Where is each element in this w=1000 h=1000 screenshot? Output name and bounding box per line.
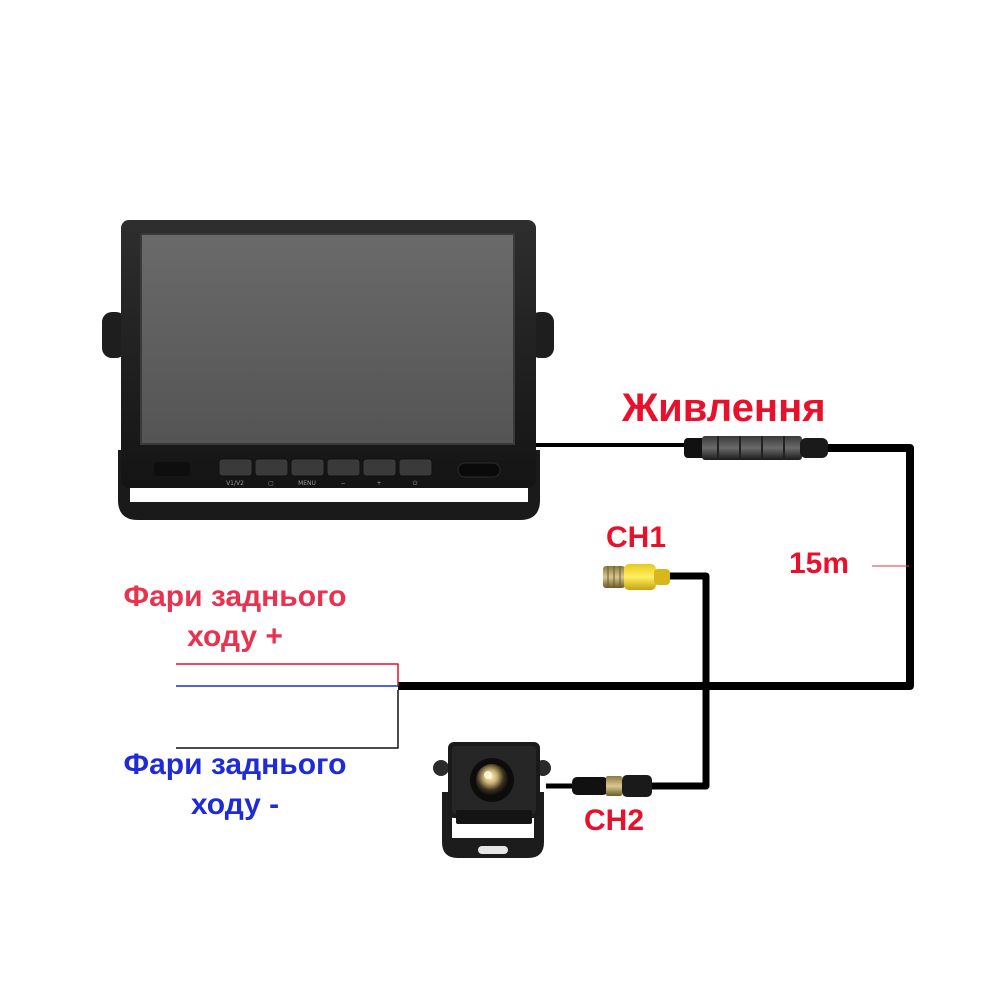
monitor-button-mode[interactable] <box>254 458 289 477</box>
ch1-connector <box>603 564 670 590</box>
ch2-connector <box>572 775 652 797</box>
monitor-ir-window <box>154 462 190 476</box>
reverse-plus-wire <box>176 663 399 686</box>
power-label: Живлення <box>622 386 826 430</box>
reverse-light-plus-label: Фари заднього ходу + <box>85 577 385 657</box>
cables <box>176 443 914 790</box>
reverse-minus-wire <box>176 690 399 749</box>
monitor-button-minus[interactable] <box>326 458 361 477</box>
power-connector <box>684 436 828 460</box>
reverse-plus-line1: Фари заднього <box>123 580 347 613</box>
reverse-light-minus-label: Фари заднього ходу - <box>85 745 385 825</box>
monitor-button-v1v2[interactable] <box>218 458 253 477</box>
monitor-button-caption: ▢ <box>268 480 274 487</box>
monitor-left-knob[interactable] <box>102 312 126 358</box>
power-cable-15m <box>398 444 914 690</box>
ch1-label: CH1 <box>606 521 667 554</box>
reverse-minus-line2: ходу - <box>190 788 280 821</box>
monitor-button-menu[interactable] <box>290 458 325 477</box>
reverse-minus-line1: Фари заднього <box>123 748 347 781</box>
camera-bracket <box>442 792 544 858</box>
monitor-screen <box>141 234 514 444</box>
monitor-button-power[interactable] <box>398 458 433 477</box>
monitor-button-caption: ⏻ <box>413 480 418 487</box>
monitor-button-caption: V1/V2 <box>226 480 244 487</box>
ch2-label: CH2 <box>584 804 645 837</box>
cable-length-label: 15m <box>789 547 850 580</box>
monitor-buttons: V1/V2 ▢ MENU − + ⏻ <box>218 458 433 487</box>
monitor-bracket <box>118 450 540 520</box>
monitor-button-caption: − <box>340 480 345 487</box>
ch1-video-cable <box>650 572 710 790</box>
rear-camera <box>433 742 551 858</box>
monitor-button-caption: MENU <box>298 480 316 487</box>
monitor: V1/V2 ▢ MENU − + ⏻ <box>102 220 554 520</box>
monitor-sensor-window <box>457 462 501 478</box>
monitor-button-plus[interactable] <box>362 458 397 477</box>
reverse-plus-line2: ходу + <box>187 620 283 653</box>
monitor-button-caption: + <box>376 480 381 487</box>
